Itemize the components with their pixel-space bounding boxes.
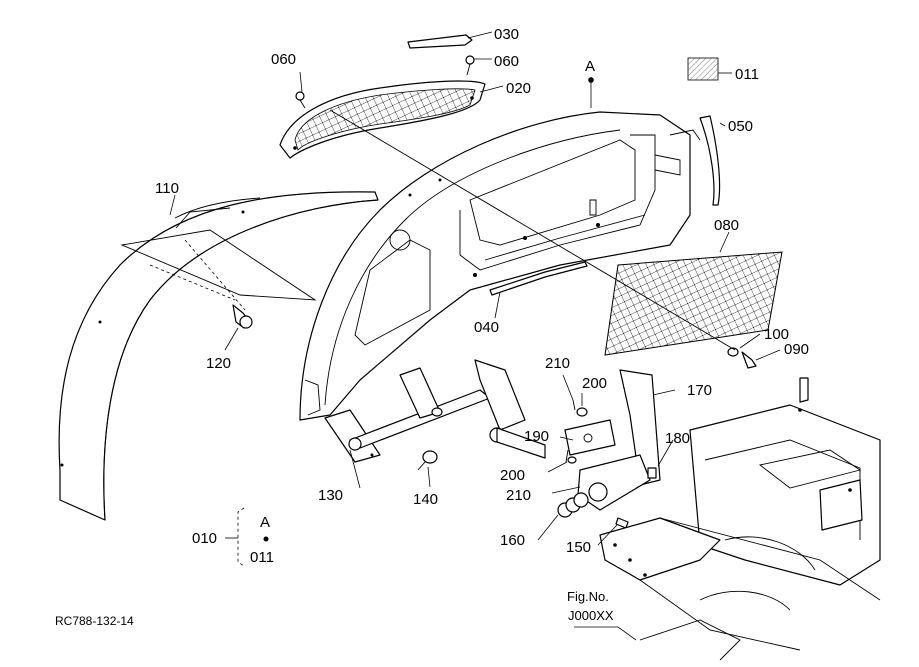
bolt-150 [615, 517, 629, 529]
spring-160 [557, 482, 608, 518]
label-210-upper: 210 [545, 355, 570, 372]
bracket-170 [564, 369, 661, 511]
drawing-code: RC788-132-14 [55, 614, 134, 628]
label-040: 040 [474, 319, 499, 336]
label-011-group: 011 [250, 549, 274, 566]
washer-200-upper [576, 407, 588, 417]
bolt-090 [741, 351, 757, 369]
label-ref-a-group: A [260, 514, 270, 531]
label-030: 030 [494, 26, 519, 43]
strip-040 [489, 261, 588, 296]
label-160: 160 [500, 532, 525, 549]
label-ref-a-top: A [585, 58, 595, 75]
label-060-right: 060 [494, 53, 519, 70]
screw-060-right [465, 55, 475, 76]
label-100: 100 [764, 326, 789, 343]
fig-ref-label: Fig.No. [567, 589, 609, 604]
mesh-panel-080 [604, 251, 783, 356]
screw-060-left [295, 91, 306, 109]
bolt-120 [232, 304, 253, 329]
bracket-frame-130 [324, 359, 526, 463]
chassis-frame [599, 377, 881, 661]
pin-190 [489, 427, 546, 459]
label-150: 150 [566, 539, 591, 556]
pin-210-lower [565, 449, 569, 463]
label-090: 090 [784, 341, 809, 358]
label-200-upper: 200 [582, 375, 607, 392]
pin-210-upper [572, 399, 576, 411]
label-180: 180 [665, 430, 690, 447]
fender-panel-110 [58, 191, 379, 521]
ref-point-a-group [263, 536, 269, 542]
bolt-180 [647, 467, 657, 479]
ref-point-a-top [588, 77, 594, 83]
plate-030 [407, 34, 473, 49]
label-011-decal: 011 [735, 66, 759, 83]
rear-cover-main [299, 111, 691, 421]
label-060-left: 060 [271, 51, 296, 68]
grille-020 [279, 80, 486, 159]
assembly-line [329, 109, 736, 351]
label-170: 170 [687, 382, 712, 399]
washer-100 [727, 347, 739, 357]
seal-strip-050 [669, 115, 721, 206]
label-050: 050 [728, 118, 753, 135]
label-200-lower: 200 [500, 467, 525, 484]
label-120: 120 [206, 355, 231, 372]
label-140: 140 [413, 491, 438, 508]
decal-011 [687, 57, 719, 81]
group-bracket-010 [225, 507, 245, 567]
fig-ref-number: J000XX [568, 608, 614, 623]
label-210-lower: 210 [506, 487, 531, 504]
label-110: 110 [155, 180, 179, 197]
label-190: 190 [524, 428, 549, 445]
washer-200-lower [567, 456, 577, 464]
fender-bracket-plate [120, 229, 317, 311]
label-010: 010 [192, 530, 217, 547]
label-130: 130 [318, 487, 343, 504]
label-080: 080 [714, 217, 739, 234]
bolt-140 [417, 450, 438, 471]
label-020: 020 [506, 80, 531, 97]
